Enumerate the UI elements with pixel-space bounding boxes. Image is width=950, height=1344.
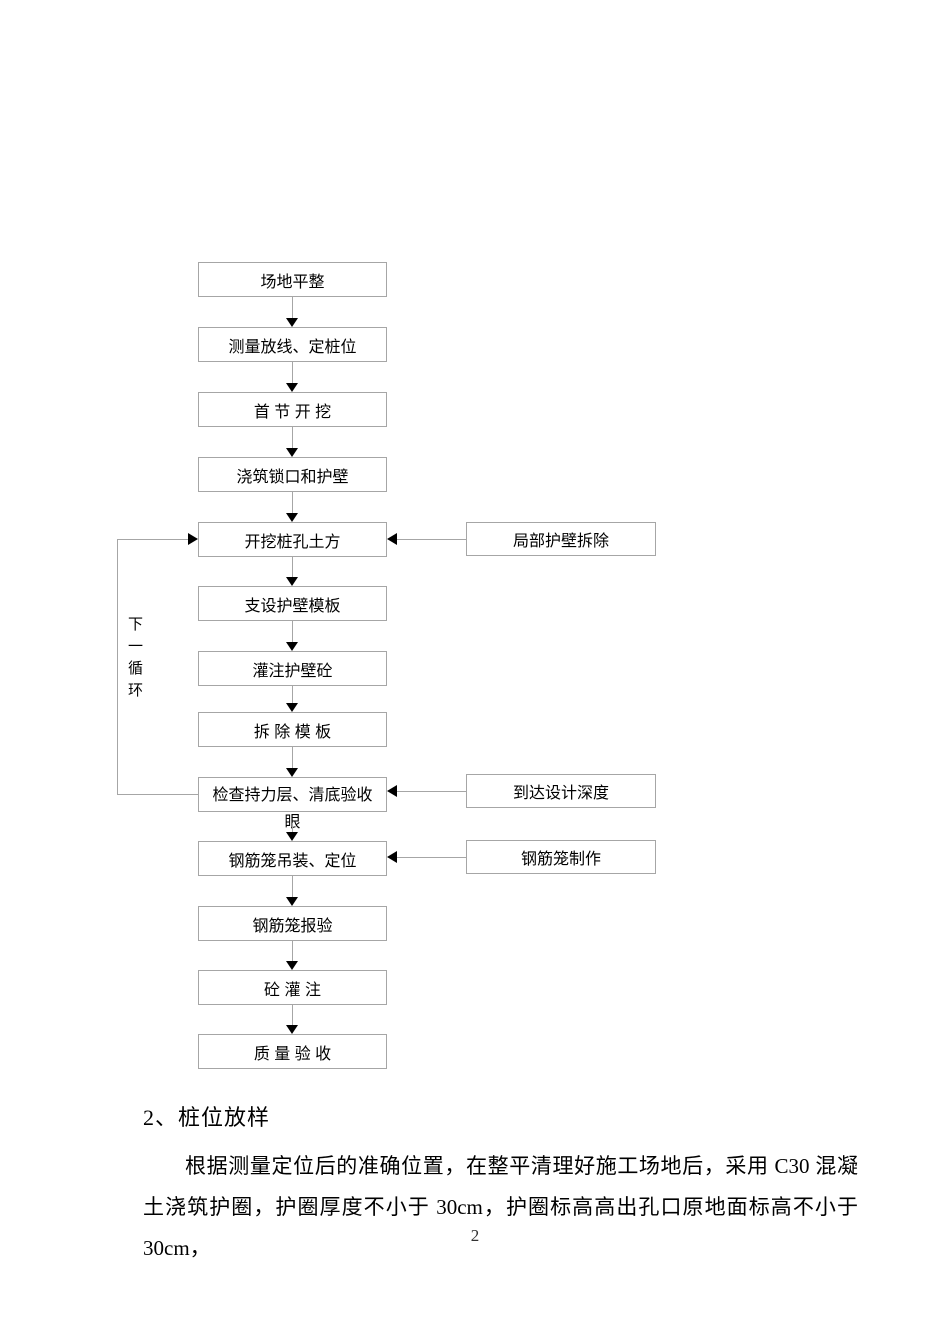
flow-step-cage-hoist-position: 钢筋笼吊装、定位 — [198, 841, 387, 876]
connector-line — [292, 362, 293, 383]
arrow-left-icon — [387, 851, 397, 863]
flow-step-survey-layout: 测量放线、定桩位 — [198, 327, 387, 362]
page-number: 2 — [470, 1226, 480, 1245]
arrow-down-icon — [286, 832, 298, 841]
flow-side-design-depth-reached: 到达设计深度 — [466, 774, 656, 808]
arrow-down-icon — [286, 318, 298, 327]
connector-line — [292, 823, 293, 832]
side-connector-line — [397, 857, 466, 858]
flow-step-concrete-pouring: 砼 灌 注 — [198, 970, 387, 1005]
loop-label-next-cycle: 下一循环 — [126, 616, 142, 704]
flow-step-bearing-layer-check-label: 检查持力层、清底验收眼 — [212, 787, 373, 831]
flow-step-cage-inspection: 钢筋笼报验 — [198, 906, 387, 941]
side-connector-line — [397, 791, 466, 792]
loop-vertical-line — [117, 539, 118, 795]
flow-step-site-leveling: 场地平整 — [198, 262, 387, 297]
connector-line — [292, 686, 293, 703]
flow-side-partial-wall-removal: 局部护壁拆除 — [466, 522, 656, 556]
flow-step-quality-acceptance: 质 量 验 收 — [198, 1034, 387, 1069]
flow-step-excavate-pile-hole: 开挖桩孔土方 — [198, 522, 387, 557]
connector-line — [292, 297, 293, 318]
flow-step-remove-formwork: 拆 除 模 板 — [198, 712, 387, 747]
flow-step-first-excavation: 首 节 开 挖 — [198, 392, 387, 427]
side-connector-line — [397, 539, 466, 540]
flow-step-bearing-layer-check: 检查持力层、清底验收眼 — [198, 777, 387, 831]
flow-step-formwork-setup: 支设护壁模板 — [198, 586, 387, 621]
connector-line — [292, 557, 293, 577]
connector-line — [292, 876, 293, 897]
arrow-right-icon — [188, 533, 198, 545]
arrow-down-icon — [286, 513, 298, 522]
loop-bottom-line — [117, 794, 198, 795]
arrow-down-icon — [286, 703, 298, 712]
arrow-down-icon — [286, 961, 298, 970]
arrow-down-icon — [286, 768, 298, 777]
arrow-down-icon — [286, 897, 298, 906]
connector-line — [292, 941, 293, 961]
arrow-down-icon — [286, 1025, 298, 1034]
connector-line — [292, 492, 293, 513]
flow-step-pour-collar-wall: 浇筑锁口和护壁 — [198, 457, 387, 492]
connector-line — [292, 427, 293, 448]
arrow-down-icon — [286, 642, 298, 651]
arrow-left-icon — [387, 533, 397, 545]
arrow-down-icon — [286, 448, 298, 457]
connector-line — [292, 1005, 293, 1025]
arrow-down-icon — [286, 383, 298, 392]
arrow-left-icon — [387, 785, 397, 797]
loop-top-line — [117, 539, 189, 540]
connector-line — [292, 747, 293, 768]
body-paragraph: 根据测量定位后的准确位置，在整平清理好施工场地后，采用 C30 混凝土浇筑护圈，… — [143, 1154, 858, 1260]
arrow-down-icon — [286, 577, 298, 586]
section-heading: 2、桩位放样 — [143, 1105, 271, 1130]
flow-side-cage-fabrication: 钢筋笼制作 — [466, 840, 656, 874]
flow-step-pour-wall-concrete: 灌注护壁砼 — [198, 651, 387, 686]
connector-line — [292, 621, 293, 642]
